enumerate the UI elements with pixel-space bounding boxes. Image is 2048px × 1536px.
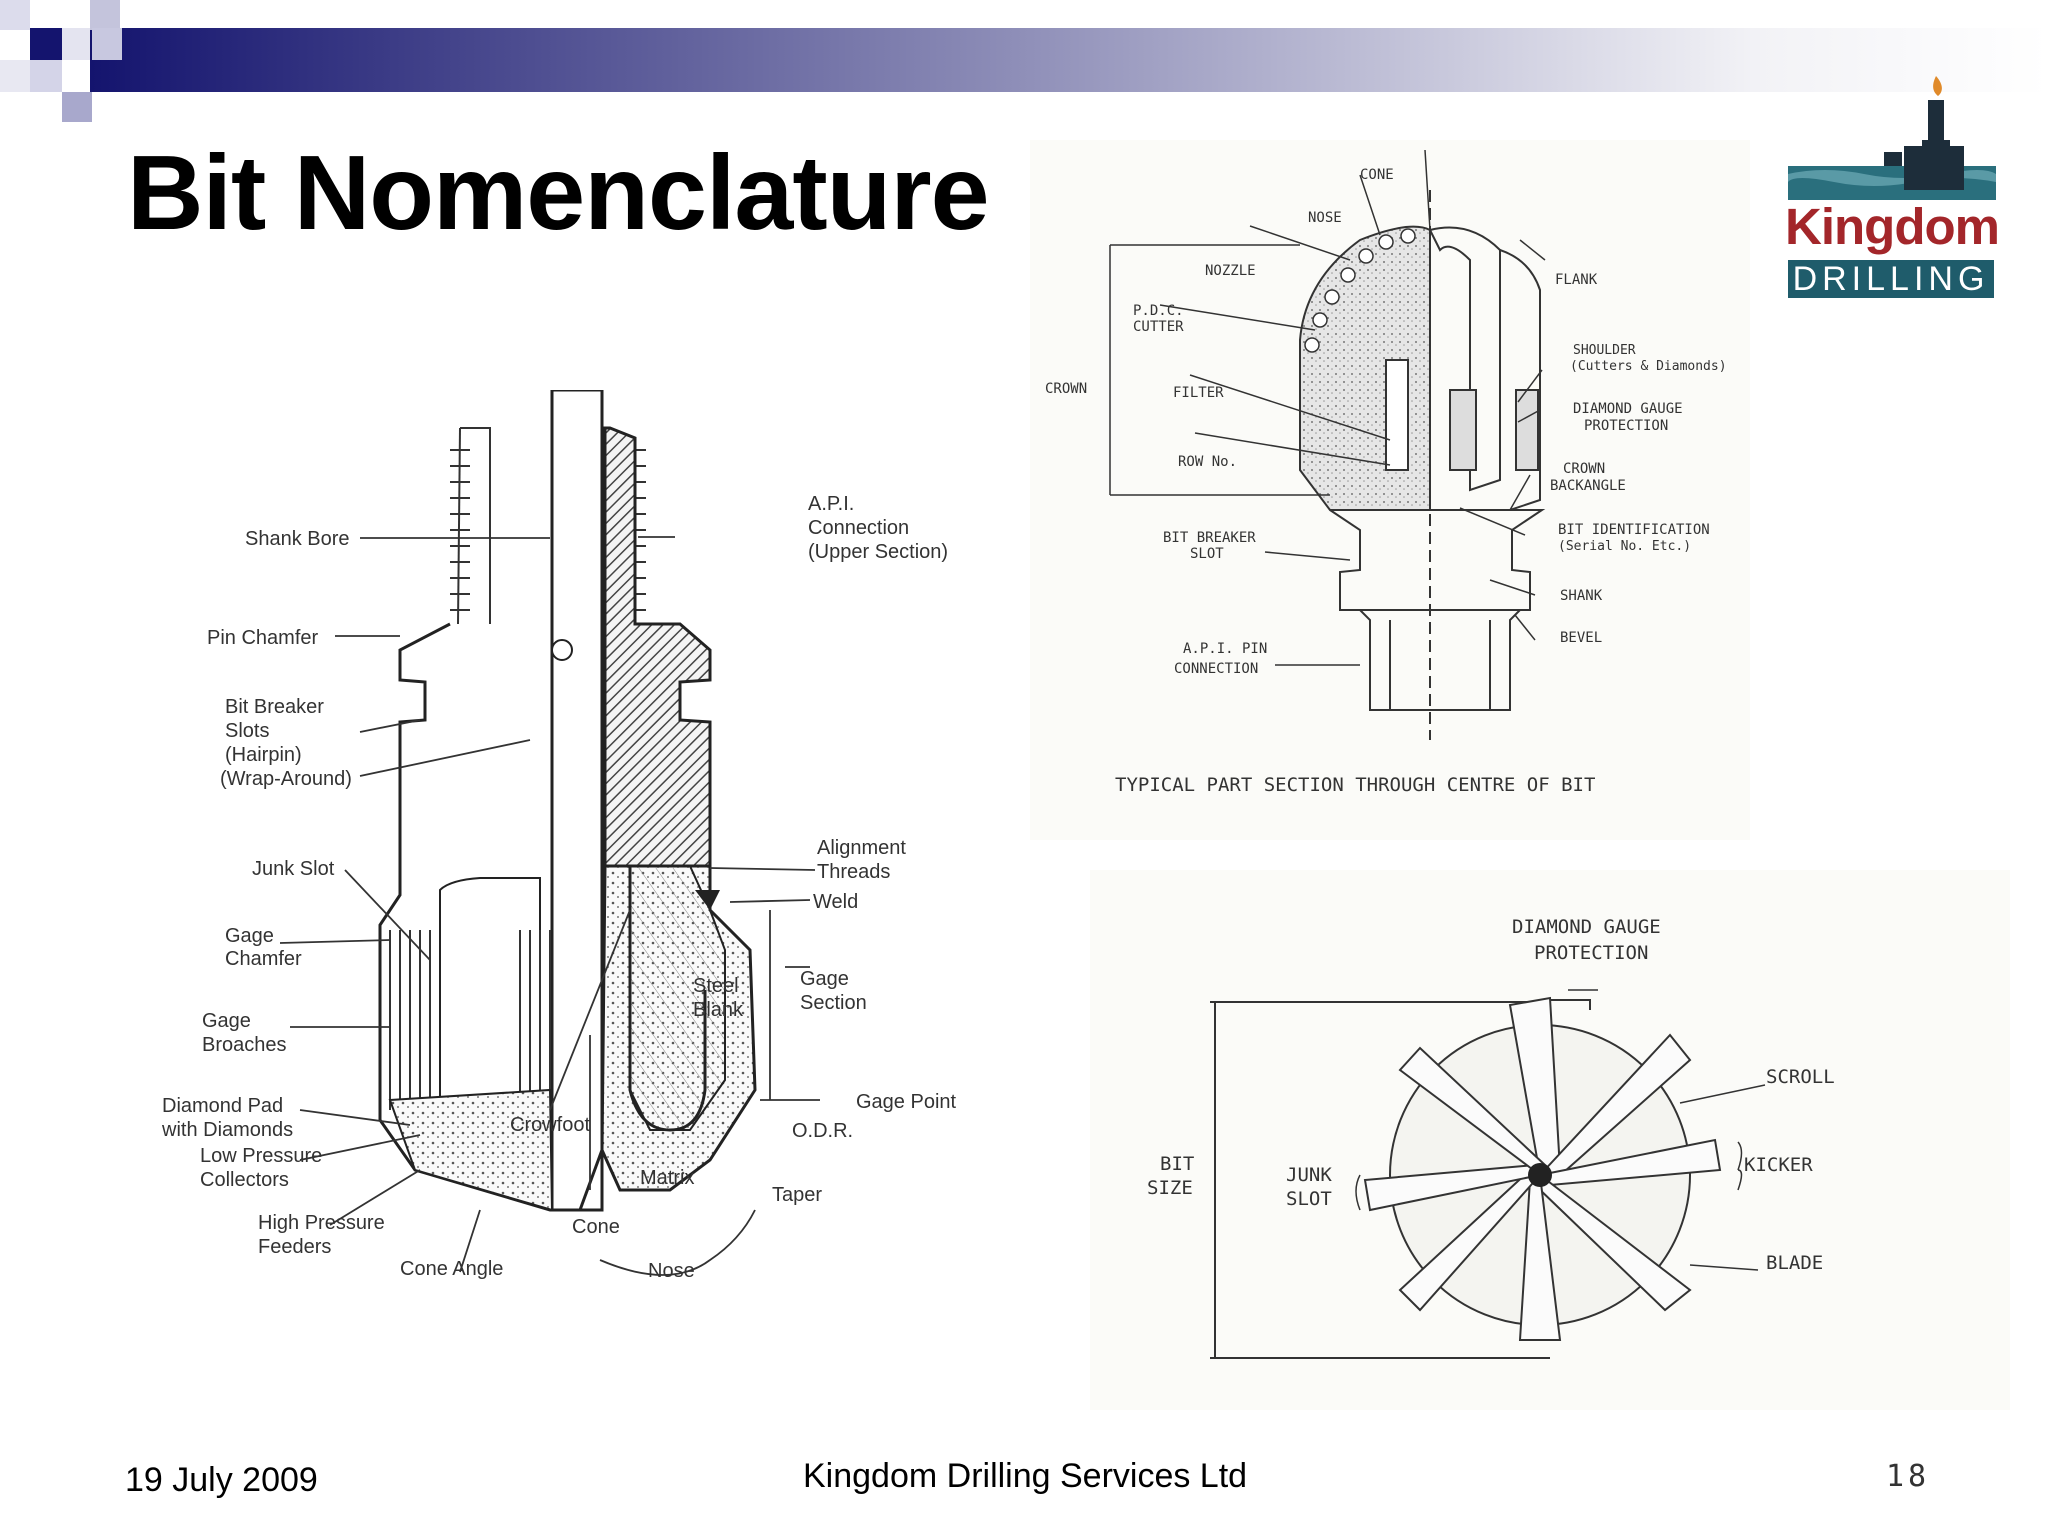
label-top-breaker-1: BIT BREAKER <box>1163 530 1256 546</box>
label-bottom-kicker: KICKER <box>1744 1154 1813 1176</box>
label-top-bitid-1: BIT IDENTIFICATION <box>1558 522 1710 538</box>
label-gage-chamfer-1: Gage <box>225 925 274 947</box>
label-top-shoulder-1: SHOULDER <box>1573 343 1636 358</box>
label-bottom-dgp-2: PROTECTION <box>1534 942 1648 964</box>
label-top-api-pin-2: CONNECTION <box>1174 661 1258 677</box>
label-top-crown: CROWN <box>1045 381 1087 397</box>
label-top-pdc-2: CUTTER <box>1133 319 1184 335</box>
pdc-bit-face-diagram: DIAMOND GAUGE PROTECTION SCROLL KICKER B… <box>1090 870 2010 1410</box>
label-gage-broaches-1: Gage <box>202 1010 251 1032</box>
label-top-bevel: BEVEL <box>1560 630 1602 646</box>
label-top-caption: TYPICAL PART SECTION THROUGH CENTRE OF B… <box>1115 774 1595 796</box>
label-top-api-pin-1: A.P.I. PIN <box>1183 641 1267 657</box>
label-bottom-junk-slot-2: SLOT <box>1286 1188 1332 1210</box>
label-top-bitid-2: (Serial No. Etc.) <box>1558 539 1691 554</box>
label-cone: Cone <box>572 1216 620 1238</box>
label-taper: Taper <box>772 1184 822 1206</box>
label-bit-breaker-2: Slots <box>225 720 269 742</box>
label-top-row-no: ROW No. <box>1178 454 1237 470</box>
label-top-breaker-2: SLOT <box>1190 546 1224 562</box>
pdc-part-section-diagram: CONE NOSE NOZZLE P.D.C. CUTTER CROWN FIL… <box>1030 140 1750 840</box>
label-top-nozzle: NOZZLE <box>1205 263 1256 279</box>
logo-wordmark: Kingdom <box>1785 198 2000 255</box>
label-bit-breaker-4: (Wrap-Around) <box>220 768 352 790</box>
label-top-nose: NOSE <box>1308 210 1342 226</box>
label-low-pressure-2: Collectors <box>200 1169 289 1191</box>
slide-title: Bit Nomenclature <box>127 134 990 252</box>
logo-subtitle: DRILLING <box>1788 260 1994 298</box>
label-weld: Weld <box>813 891 858 913</box>
label-nose: Nose <box>648 1260 695 1282</box>
label-pin-chamfer: Pin Chamfer <box>207 627 318 649</box>
label-gage-section-2: Section <box>800 992 867 1014</box>
label-bit-breaker-3: (Hairpin) <box>225 744 302 766</box>
title-banner <box>0 0 2048 122</box>
label-bottom-dgp-1: DIAMOND GAUGE <box>1512 916 1661 938</box>
label-bottom-junk-slot-1: JUNK <box>1286 1164 1332 1186</box>
label-diamond-pad-2: with Diamonds <box>161 1119 293 1141</box>
label-top-shoulder-2: (Cutters & Diamonds) <box>1570 359 1727 374</box>
label-bottom-bit-size-1: BIT <box>1160 1153 1194 1175</box>
label-high-pressure-1: High Pressure <box>258 1212 385 1234</box>
label-odr: O.D.R. <box>792 1120 853 1142</box>
label-bit-breaker-1: Bit Breaker <box>225 696 324 718</box>
label-gage-section-1: Gage <box>800 968 849 990</box>
label-steel-blank-2: Blank <box>693 999 744 1021</box>
label-low-pressure-1: Low Pressure <box>200 1145 322 1167</box>
bit-blades <box>1363 996 1722 1341</box>
label-top-dgp-1: DIAMOND GAUGE <box>1573 401 1683 417</box>
label-shank-bore: Shank Bore <box>245 528 350 550</box>
label-matrix: Matrix <box>640 1167 694 1189</box>
pdc-cutters <box>1304 228 1416 353</box>
oil-rig-logo-icon <box>1788 76 1996 200</box>
label-bottom-blade: BLADE <box>1766 1252 1823 1274</box>
bit-cross-section-diagram: Shank Bore Pin Chamfer Bit Breaker Slots… <box>161 390 957 1282</box>
label-high-pressure-2: Feeders <box>258 1236 331 1258</box>
label-top-cone: CONE <box>1360 167 1394 183</box>
label-junk-slot: Junk Slot <box>252 858 335 880</box>
label-top-filter: FILTER <box>1173 385 1224 401</box>
label-bottom-bit-size-2: SIZE <box>1147 1177 1193 1199</box>
label-crowfoot: Crowfoot <box>510 1114 590 1136</box>
label-api-1: A.P.I. <box>808 493 854 515</box>
steel-hatched-section <box>603 426 712 868</box>
label-alignment-2: Threads <box>817 861 890 883</box>
footer-date: 19 July 2009 <box>125 1461 318 1499</box>
steel-blank <box>629 865 726 1131</box>
label-cone-angle: Cone Angle <box>400 1258 503 1280</box>
label-gage-broaches-2: Broaches <box>202 1034 287 1056</box>
shank-bore <box>550 390 604 1212</box>
label-top-backangle-2: BACKANGLE <box>1550 478 1626 494</box>
weld <box>695 890 720 910</box>
label-top-shank: SHANK <box>1560 588 1603 604</box>
kingdom-drilling-logo: Kingdom DRILLING <box>1784 70 2000 300</box>
page-number: 18 <box>1886 1459 1931 1494</box>
label-diamond-pad-1: Diamond Pad <box>162 1095 283 1117</box>
label-top-pdc-1: P.D.C. <box>1133 303 1184 319</box>
label-gage-point: Gage Point <box>856 1091 957 1113</box>
footer-company: Kingdom Drilling Services Ltd <box>803 1457 1248 1495</box>
label-top-backangle-1: CROWN <box>1563 461 1605 477</box>
label-steel-blank-1: Steel <box>693 975 739 997</box>
label-top-dgp-2: PROTECTION <box>1584 418 1668 434</box>
label-api-2: Connection <box>808 517 909 539</box>
label-top-flank: FLANK <box>1555 272 1598 288</box>
label-api-3: (Upper Section) <box>808 541 948 563</box>
label-bottom-scroll: SCROLL <box>1766 1066 1835 1088</box>
diamond-pad <box>388 1088 554 1212</box>
label-alignment-1: Alignment <box>817 837 906 859</box>
label-gage-chamfer-2: Chamfer <box>225 948 302 970</box>
